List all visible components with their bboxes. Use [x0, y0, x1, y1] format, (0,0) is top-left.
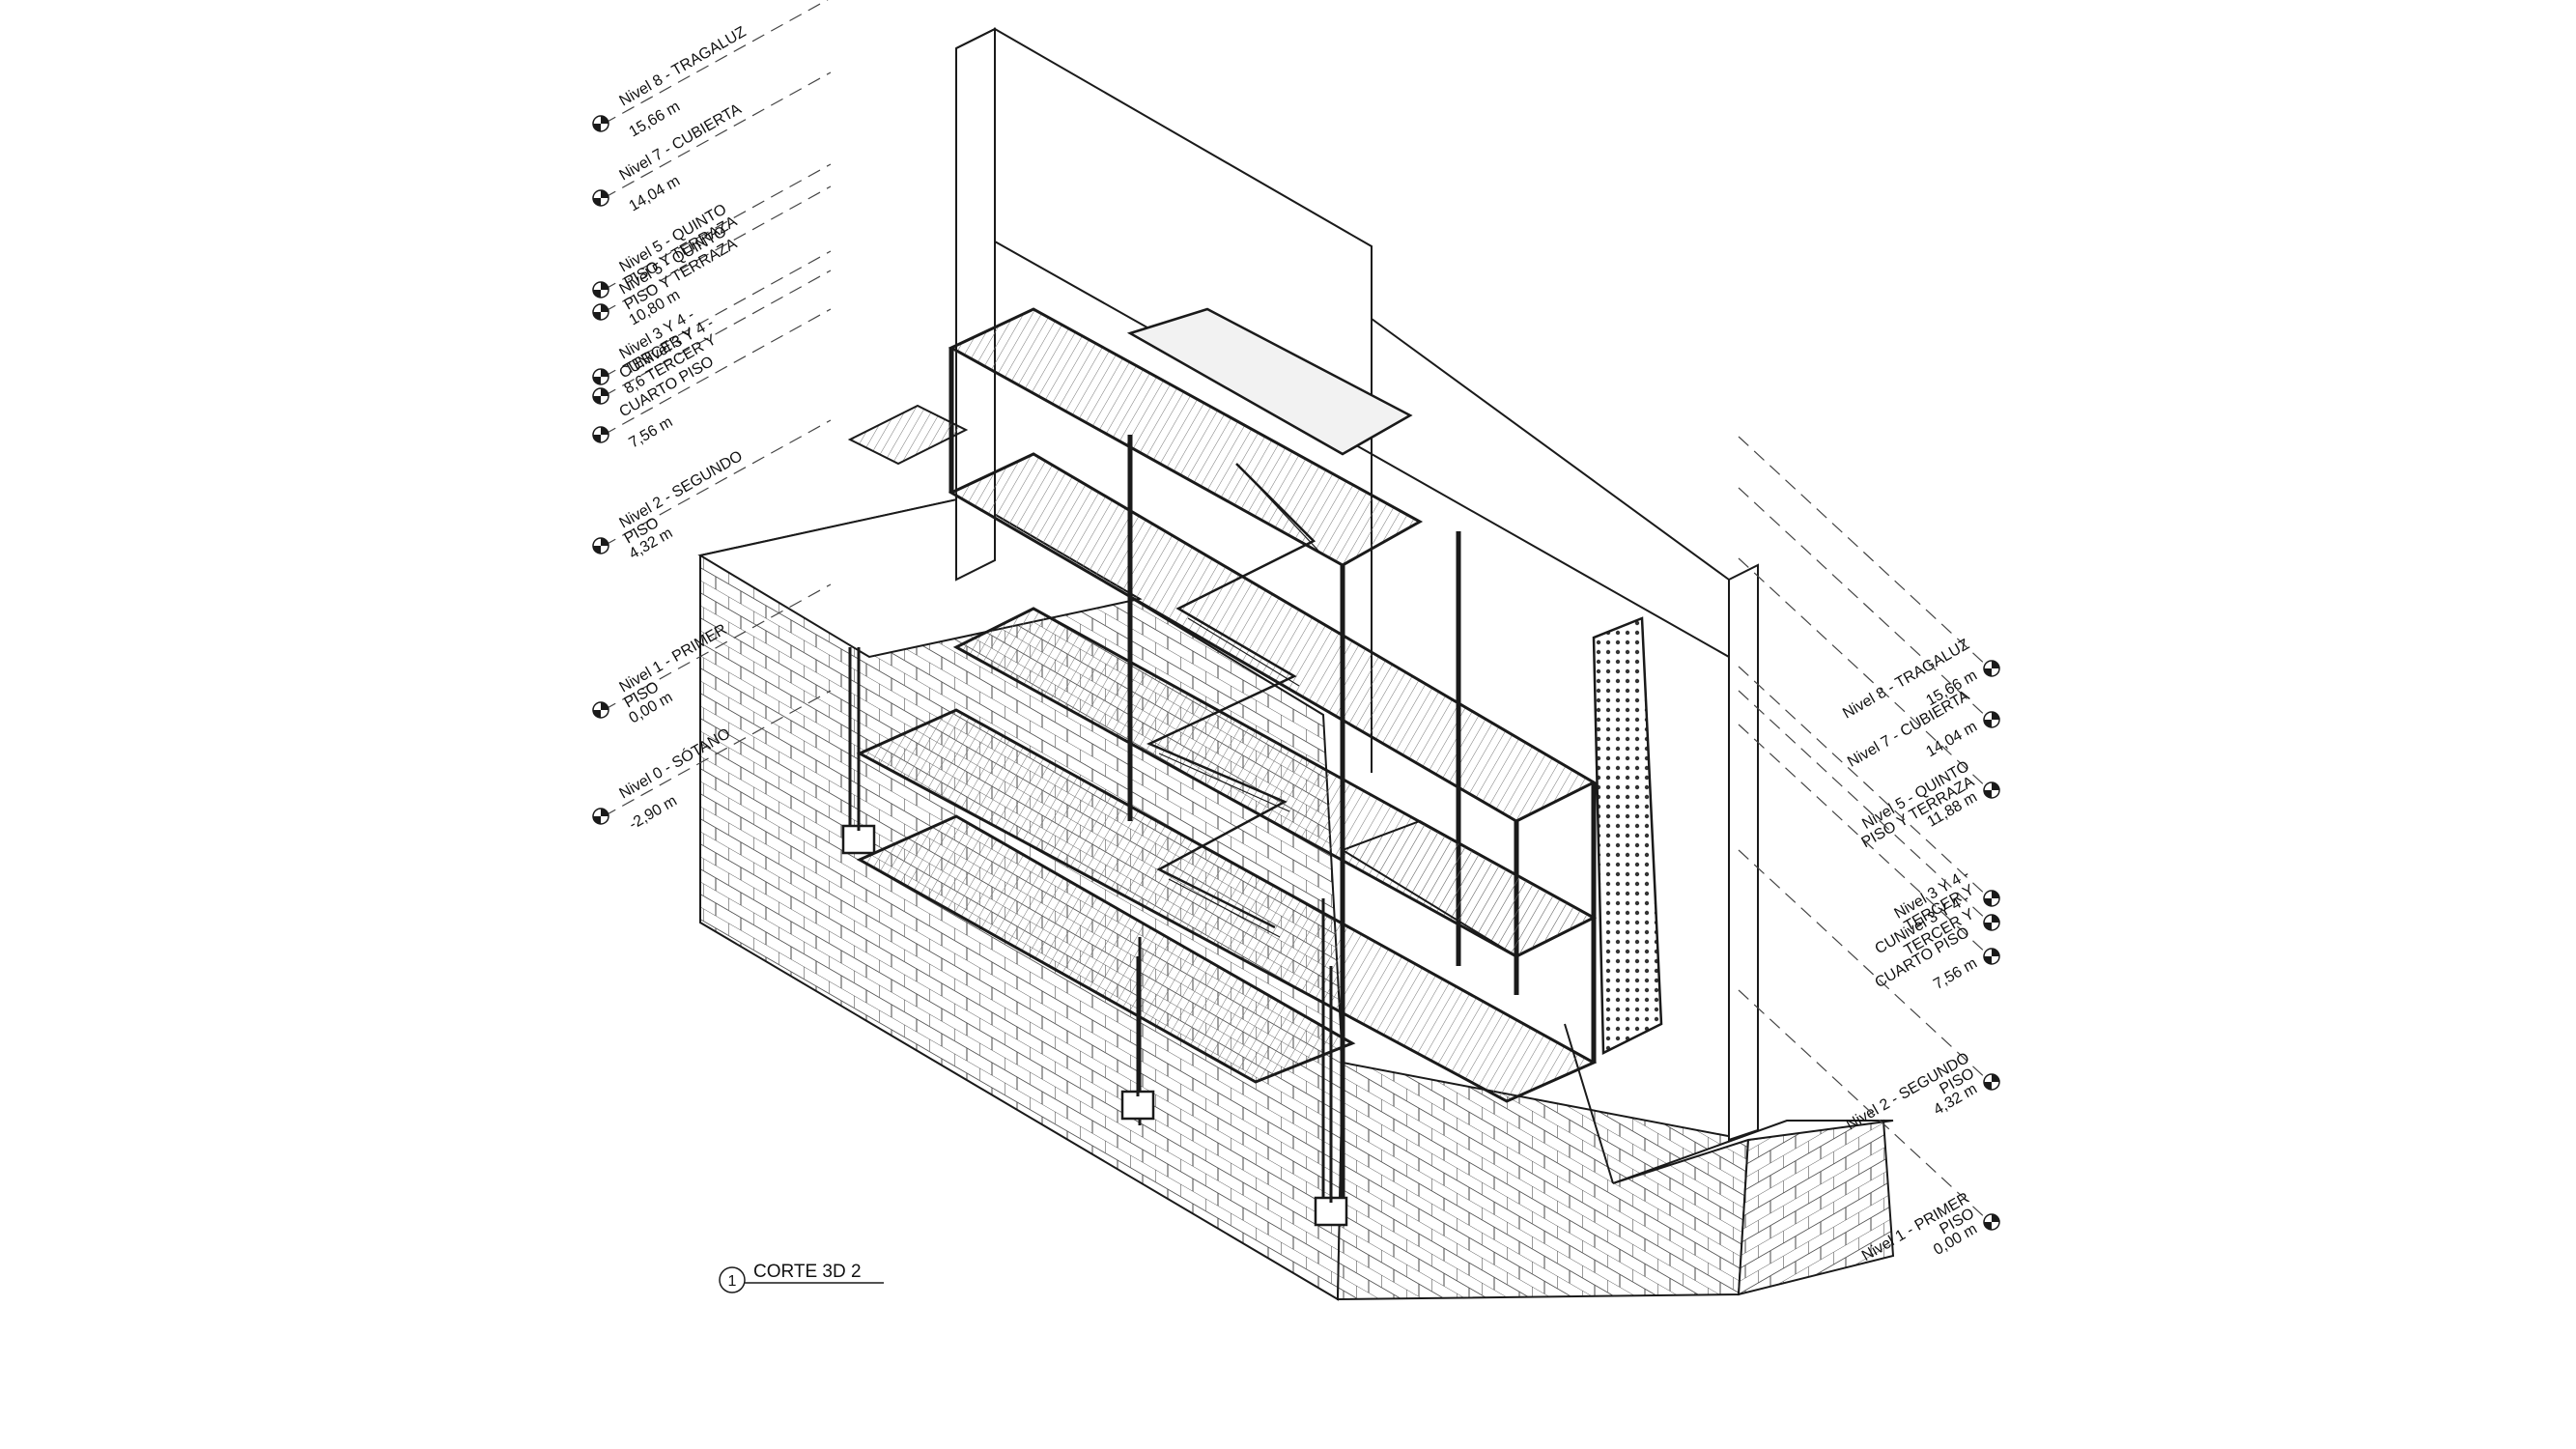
level-elevation: 15,66 m — [627, 99, 684, 141]
level-elevation: -2,90 m — [627, 793, 680, 834]
level-head-icon — [1983, 660, 2000, 677]
level-head-icon — [592, 808, 609, 825]
level-head-icon — [1983, 711, 2000, 728]
level-head-icon — [592, 281, 609, 298]
drawing-title-block: 1 CORTE 3D 2 — [719, 1262, 884, 1293]
level-name: Nivel 8 - TRAGALUZ — [617, 24, 750, 110]
level-head-icon — [592, 189, 609, 207]
terrain-right — [1336, 1061, 1895, 1301]
level-head-icon — [592, 115, 609, 132]
level-head-icon — [592, 701, 609, 719]
level-head-icon — [592, 368, 609, 385]
level-elevation: 7,56 m — [627, 413, 676, 451]
level-head-icon — [1983, 781, 2000, 799]
level-head-icon — [1983, 948, 2000, 965]
level-name: Nivel 2 - SEGUNDO — [617, 448, 746, 532]
building-section — [841, 307, 1663, 1227]
level-head-icon — [1983, 914, 2000, 931]
level-head-icon — [592, 303, 609, 321]
level-elevation: 14,04 m — [627, 173, 684, 215]
neighbor-wall-right — [1371, 318, 1759, 1184]
drawing-title: CORTE 3D 2 — [753, 1262, 862, 1282]
title-number-bubble — [719, 1266, 746, 1293]
level-head-icon — [592, 426, 609, 443]
level-head-icon — [1983, 890, 2000, 907]
level-head-icon — [592, 387, 609, 405]
level-head-icon — [592, 537, 609, 554]
level-head-icon — [1983, 1073, 2000, 1091]
level-head-icon — [1983, 1213, 2000, 1231]
title-number: 1 — [728, 1273, 737, 1290]
level-elevation: 7,56 m — [1931, 955, 1980, 993]
